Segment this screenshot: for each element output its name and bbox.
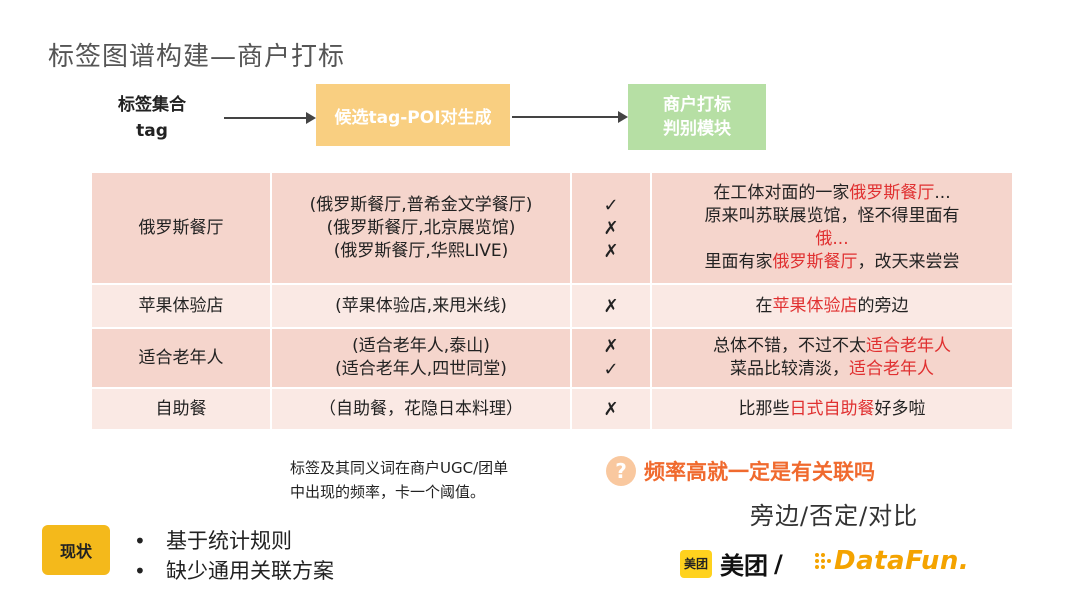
bullet-text: 基于统计规则 bbox=[166, 529, 292, 553]
ugc-cell: 比那些日式自助餐好多啦 bbox=[650, 387, 1014, 431]
ugc-cell: 在苹果体验店的旁边 bbox=[650, 283, 1014, 329]
answer-text: 旁边/否定/对比 bbox=[750, 502, 919, 530]
tag-cell: 俄罗斯餐厅 bbox=[90, 171, 272, 285]
tag-cell: 苹果体验店 bbox=[90, 283, 272, 329]
ugc-highlight: 俄罗斯餐厅 bbox=[772, 252, 858, 272]
ugc-highlight: 适合老年人 bbox=[866, 336, 951, 356]
ugc-text: 的旁边 bbox=[857, 295, 909, 316]
candidate-generation-box: 候选tag-POI对生成 bbox=[316, 84, 510, 146]
ugc-highlight: 俄... bbox=[815, 229, 849, 249]
tag-set-label-line2: tag bbox=[136, 121, 168, 141]
bullet-dot-icon: • bbox=[134, 529, 146, 553]
ugc-text: 菜品比较清淡， bbox=[730, 359, 849, 379]
pair-item: (适合老年人,泰山) bbox=[352, 336, 490, 356]
ugc-highlight: 适合老年人 bbox=[849, 359, 934, 379]
pair-cell: (苹果体验店,来甩米线) bbox=[270, 283, 572, 329]
status-badge: 现状 bbox=[42, 525, 110, 575]
check-icon: ✓ bbox=[603, 359, 619, 380]
ugc-text: 总体不错，不过不太 bbox=[713, 336, 866, 356]
pair-cell: （自助餐，花隐日本料理） bbox=[270, 387, 572, 431]
ugc-line: 比那些日式自助餐好多啦 bbox=[652, 398, 1012, 421]
ugc-text: ，改天来尝尝 bbox=[857, 252, 960, 272]
ugc-line: 总体不错，不过不太适合老年人 bbox=[652, 335, 1012, 358]
datafun-logo-text: DataFun. bbox=[834, 546, 970, 576]
meituan-logo-icon: 美团 bbox=[680, 549, 712, 578]
cross-icon: ✗ bbox=[603, 217, 619, 239]
pair-cell: (适合老年人,泰山) (适合老年人,四世同堂) bbox=[270, 327, 572, 389]
ugc-highlight: 俄罗斯餐厅 bbox=[849, 183, 935, 203]
ugc-text: 好多啦 bbox=[874, 398, 926, 419]
datafun-logo: DataFun. bbox=[814, 546, 969, 576]
tag-cell: 适合老年人 bbox=[90, 327, 272, 389]
bullet-dot-icon: • bbox=[134, 559, 146, 583]
pair-item: (苹果体验店,来甩米线) bbox=[335, 295, 507, 316]
ugc-line: 菜品比较清淡，适合老年人 bbox=[652, 358, 1012, 381]
cross-icon: ✗ bbox=[603, 240, 619, 262]
question-text: 频率高就一定是有关联吗 bbox=[644, 460, 875, 484]
mark-cell: ✗ bbox=[570, 283, 652, 329]
table-row: 适合老年人 (适合老年人,泰山) (适合老年人,四世同堂) ✗ ✓ 总体不错，不… bbox=[90, 327, 1014, 389]
cross-icon: ✗ bbox=[603, 295, 619, 317]
ugc-text: 在 bbox=[755, 295, 773, 316]
ugc-line: 里面有家俄罗斯餐厅，改天来尝尝 bbox=[652, 251, 1012, 274]
ugc-text: 里面有家 bbox=[704, 252, 773, 272]
pair-item: （自助餐，花隐日本料理） bbox=[319, 398, 523, 419]
ugc-line: 在苹果体验店的旁边 bbox=[652, 295, 1012, 318]
slide-title: 标签图谱构建—商户打标 bbox=[48, 42, 346, 72]
table-row: 苹果体验店 (苹果体验店,来甩米线) ✗ 在苹果体验店的旁边 bbox=[90, 283, 1014, 329]
ugc-highlight: 苹果体验店 bbox=[772, 295, 858, 316]
mark-cell: ✓ ✗ ✗ bbox=[570, 171, 652, 285]
question-mark-icon: ? bbox=[606, 456, 636, 486]
ugc-text: 比那些 bbox=[738, 398, 790, 419]
question-callout: ? 频率高就一定是有关联吗 bbox=[606, 456, 875, 486]
cross-icon: ✗ bbox=[603, 336, 619, 357]
merchant-tagging-judge-box: 商户打标 判别模块 bbox=[628, 84, 766, 150]
pair-cell: (俄罗斯餐厅,普希金文学餐厅) (俄罗斯餐厅,北京展览馆) (俄罗斯餐厅,华熙L… bbox=[270, 171, 572, 285]
arrow-input-to-candidate bbox=[224, 117, 306, 119]
bullet-item: • 基于统计规则 bbox=[134, 526, 334, 556]
tag-poi-table: 俄罗斯餐厅 (俄罗斯餐厅,普希金文学餐厅) (俄罗斯餐厅,北京展览馆) (俄罗斯… bbox=[90, 171, 1014, 431]
tag-cell: 自助餐 bbox=[90, 387, 272, 431]
status-bullet-list: • 基于统计规则 • 缺少通用关联方案 bbox=[134, 526, 334, 586]
meituan-logo-text: 美团 bbox=[720, 552, 768, 580]
ugc-text: 在工体对面的一家 bbox=[713, 183, 850, 203]
judge-box-line2: 判别模块 bbox=[663, 119, 731, 139]
ugc-text: ... bbox=[934, 183, 951, 203]
ugc-highlight: 日式自助餐 bbox=[789, 398, 875, 419]
table-row: 自助餐 （自助餐，花隐日本料理） ✗ 比那些日式自助餐好多啦 bbox=[90, 387, 1014, 431]
pair-item: (俄罗斯餐厅,华熙LIVE) bbox=[333, 240, 509, 261]
tag-set-label: 标签集合 tag bbox=[112, 92, 192, 144]
mark-cell: ✗ ✓ bbox=[570, 327, 652, 389]
note-line1: 标签及其同义词在商户UGC/团单 bbox=[290, 459, 509, 477]
table-row: 俄罗斯餐厅 (俄罗斯餐厅,普希金文学餐厅) (俄罗斯餐厅,北京展览馆) (俄罗斯… bbox=[90, 171, 1014, 285]
check-icon: ✓ bbox=[603, 194, 619, 216]
pair-item: (俄罗斯餐厅,普希金文学餐厅) bbox=[309, 194, 533, 215]
mark-cell: ✗ bbox=[570, 387, 652, 431]
pair-item: (适合老年人,四世同堂) bbox=[335, 359, 507, 379]
ugc-cell: 总体不错，不过不太适合老年人 菜品比较清淡，适合老年人 bbox=[650, 327, 1014, 389]
bullet-text: 缺少通用关联方案 bbox=[166, 559, 334, 583]
note-line2: 中出现的频率，卡一个阈值。 bbox=[290, 483, 486, 501]
datafun-dots-icon bbox=[815, 553, 831, 569]
bullet-item: • 缺少通用关联方案 bbox=[134, 556, 334, 586]
frequency-note: 标签及其同义词在商户UGC/团单 中出现的频率，卡一个阈值。 bbox=[290, 456, 590, 504]
meituan-logo: 美团 美团 / bbox=[680, 546, 783, 581]
cross-icon: ✗ bbox=[603, 398, 619, 420]
logo-separator: / bbox=[774, 549, 783, 578]
ugc-line: 俄... bbox=[652, 228, 1012, 251]
arrow-head-icon bbox=[618, 111, 628, 123]
ugc-line: 原来叫苏联展览馆，怪不得里面有 bbox=[652, 205, 1012, 228]
ugc-line: 在工体对面的一家俄罗斯餐厅... bbox=[652, 182, 1012, 205]
ugc-cell: 在工体对面的一家俄罗斯餐厅... 原来叫苏联展览馆，怪不得里面有 俄... 里面… bbox=[650, 171, 1014, 285]
ugc-text: 原来叫苏联展览馆，怪不得里面有 bbox=[704, 206, 960, 226]
arrow-head-icon bbox=[306, 112, 316, 124]
tag-set-label-line1: 标签集合 bbox=[118, 95, 186, 115]
judge-box-line1: 商户打标 bbox=[663, 95, 731, 115]
arrow-candidate-to-judge bbox=[512, 116, 618, 118]
pair-item: (俄罗斯餐厅,北京展览馆) bbox=[326, 217, 516, 238]
